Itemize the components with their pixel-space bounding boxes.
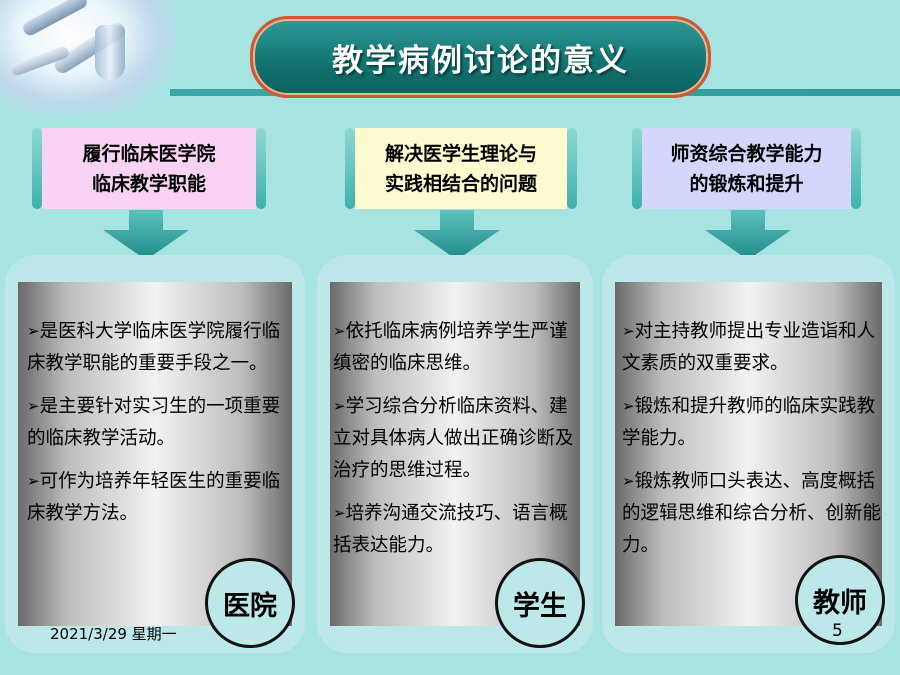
heading-line: 师资综合教学能力 — [670, 142, 823, 165]
heading-box-hospital: 履行临床医学院 临床教学职能 — [32, 128, 266, 209]
bullet-arrow-icon: ➢ — [622, 322, 635, 340]
list-item: ➢可作为培养年轻医生的重要临床教学方法。 — [27, 471, 281, 524]
bullet-arrow-icon: ➢ — [622, 472, 635, 490]
bullet-arrow-icon: ➢ — [333, 504, 346, 522]
footer-date: 2021/3/29 星期一 — [50, 625, 177, 643]
list-item: ➢对主持教师提出专业造诣和人文素质的双重要求。 — [622, 321, 876, 374]
bullet-list: ➢依托临床病例培养学生严谨缜密的临床思维。 ➢学习综合分析临床资料、建立对具体病… — [333, 315, 585, 572]
list-item: ➢锻炼和提升教师的临床实践教学能力。 — [622, 396, 876, 449]
bullet-arrow-icon: ➢ — [27, 322, 40, 340]
heading-box-teacher: 师资综合教学能力 的锻炼和提升 — [632, 128, 861, 209]
heading-line: 履行临床医学院 — [82, 142, 216, 165]
down-arrow-icon — [705, 210, 791, 260]
down-arrow-icon — [414, 210, 500, 260]
list-item: ➢是主要针对实习生的一项重要的临床教学活动。 — [27, 396, 281, 449]
bullet-arrow-icon: ➢ — [27, 397, 40, 415]
bullet-arrow-icon: ➢ — [333, 322, 346, 340]
down-arrow-icon — [103, 210, 189, 260]
bullet-list: ➢是医科大学临床医学院履行临床教学职能的重要手段之一。 ➢是主要针对实习生的一项… — [27, 315, 295, 540]
bullet-arrow-icon: ➢ — [27, 472, 40, 490]
bullet-arrow-icon: ➢ — [333, 397, 346, 415]
heading-line: 解决医学生理论与 — [384, 142, 537, 165]
list-item: ➢是医科大学临床医学院履行临床教学职能的重要手段之一。 — [27, 321, 281, 374]
lab-glassware-image — [0, 0, 175, 115]
list-item: ➢依托临床病例培养学生严谨缜密的临床思维。 — [333, 321, 568, 374]
list-item: ➢培养沟通交流技巧、语言概括表达能力。 — [333, 503, 568, 556]
content-panel-student: ➢依托临床病例培养学生严谨缜密的临床思维。 ➢学习综合分析临床资料、建立对具体病… — [317, 255, 593, 653]
title-banner: 教学病例讨论的意义 — [250, 16, 711, 98]
badge-teacher: 教师 — [795, 555, 885, 645]
list-item: ➢学习综合分析临床资料、建立对具体病人做出正确诊断及治疗的思维过程。 — [333, 396, 574, 481]
bullet-list: ➢对主持教师提出专业造诣和人文素质的双重要求。 ➢锻炼和提升教师的临床实践教学能… — [622, 315, 881, 572]
heading-line: 实践相结合的问题 — [384, 172, 537, 195]
heading-line: 的锻炼和提升 — [689, 172, 804, 195]
slide-title: 教学病例讨论的意义 — [332, 42, 629, 79]
heading-box-student: 解决医学生理论与 实践相结合的问题 — [345, 128, 577, 209]
bullet-arrow-icon: ➢ — [622, 397, 635, 415]
heading-line: 临床教学职能 — [91, 172, 206, 195]
badge-student: 学生 — [495, 558, 585, 648]
page-number: 5 — [832, 621, 843, 641]
list-item: ➢锻炼教师口头表达、高度概括的逻辑思维和综合分析、创新能力。 — [622, 471, 882, 556]
badge-hospital: 医院 — [205, 558, 295, 648]
